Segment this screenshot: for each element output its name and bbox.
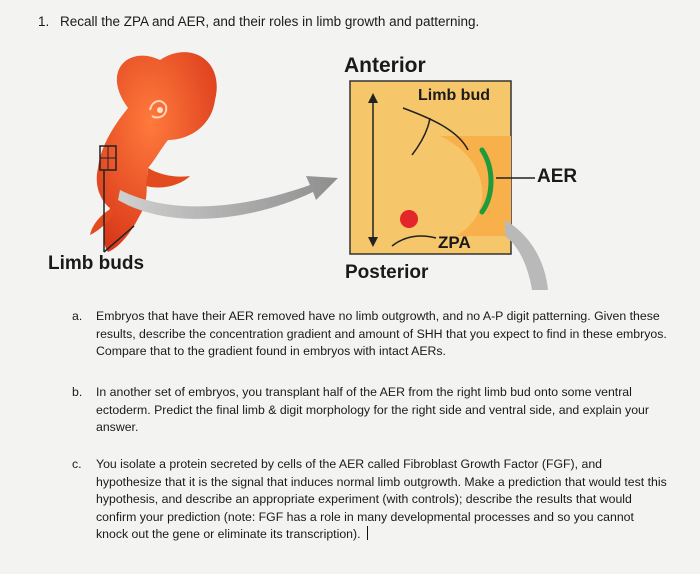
part-b-text: In another set of embryos, you transplan…	[96, 385, 649, 434]
curved-arrow	[118, 176, 338, 219]
part-a-text: Embryos that have their AER removed have…	[96, 309, 667, 358]
embryo-illustration	[90, 52, 217, 253]
limb-bud-diagram	[349, 80, 548, 290]
limb-development-figure: Anterior Posterior Limb buds Limb bud AE…	[48, 52, 578, 290]
aer-label: AER	[537, 166, 578, 187]
question-title-text: Recall the ZPA and AER, and their roles …	[60, 14, 480, 29]
anterior-label: Anterior	[344, 54, 426, 77]
zpa-label: ZPA	[438, 233, 471, 252]
figure-drawing	[90, 52, 548, 290]
question-title: 1. Recall the ZPA and AER, and their role…	[38, 14, 479, 29]
part-c-letter: c.	[72, 457, 82, 471]
limb-buds-label: Limb buds	[48, 253, 145, 274]
question-number: 1.	[38, 14, 50, 29]
text-cursor	[366, 526, 368, 540]
part-a-letter: a.	[72, 309, 83, 323]
part-c-text: You isolate a protein secreted by cells …	[96, 457, 667, 541]
posterior-label: Posterior	[345, 262, 429, 283]
limb-bud-label: Limb bud	[418, 87, 490, 104]
part-b-letter: b.	[72, 385, 83, 399]
part-c-text-wrap[interactable]: You isolate a protein secreted by cells …	[96, 456, 668, 544]
